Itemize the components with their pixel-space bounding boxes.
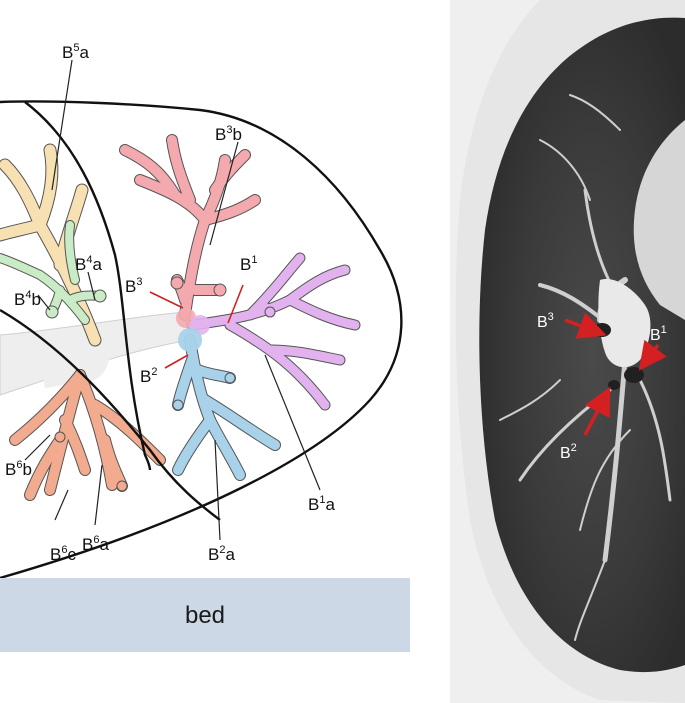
b4a-stump: [93, 289, 107, 303]
b6-stump: [54, 431, 66, 443]
segmental-hub-b2: [178, 328, 202, 352]
label-b6a: B6a: [82, 534, 109, 554]
label-b4a: B4a: [75, 254, 102, 274]
bronchial-schematic: B5a B3b B4a B4b B1 B3 B2 B6b B6c B6a B2a…: [0, 42, 403, 580]
bed-label: bed: [185, 602, 225, 629]
b1-branch: [186, 252, 361, 411]
label-b1: B1: [240, 254, 257, 274]
leader-b6b: [24, 434, 51, 461]
label-b3: B3: [125, 276, 142, 296]
lobe-outline-outer: [0, 100, 403, 580]
b2-stump-a: [224, 372, 236, 384]
leader-b6c: [54, 489, 69, 521]
label-b1a: B1a: [308, 494, 335, 514]
ct-panel: B3 B1 B2: [450, 0, 685, 703]
leader-b5a: [51, 59, 73, 191]
leader-b1: [227, 284, 244, 324]
leader-b1a: [264, 354, 321, 491]
ct-arrow-b1: [638, 339, 667, 371]
b2-branch: [172, 334, 281, 481]
label-b3b: B3b: [215, 124, 242, 144]
bed-bar: [0, 578, 410, 652]
fissure-upper: [24, 101, 152, 471]
b3-stump-a: [213, 283, 227, 297]
label-b4b: B4b: [14, 289, 41, 309]
leader-b4a: [87, 271, 96, 301]
b3-branch: [119, 134, 261, 321]
ct-label-b1: B1: [650, 324, 667, 344]
ct-bronchus-b1: [624, 367, 644, 383]
fissure-oblique: [0, 308, 221, 521]
label-b2: B2: [140, 366, 157, 386]
label-b5a: B5a: [62, 42, 89, 62]
ct-vessels: [499, 94, 672, 641]
ct-lung-field: [479, 17, 685, 673]
ct-bronchus-b2: [608, 380, 620, 390]
ct-arrow-b3: [564, 312, 607, 339]
ct-arrow-b2: [583, 386, 611, 436]
leader-b6a: [94, 464, 103, 526]
leader-b2: [164, 354, 189, 369]
b2-stump-b: [172, 399, 184, 411]
leader-b4b: [37, 294, 51, 311]
leader-b3: [149, 291, 184, 309]
b1-stump: [264, 306, 276, 318]
ct-mediastinum: [633, 120, 685, 320]
label-b6c: B6c: [50, 544, 76, 564]
ct-label-b2: B2: [560, 442, 577, 462]
leader-b2a: [214, 439, 221, 541]
ct-label-b3: B3: [537, 311, 554, 331]
ct-hilum: [598, 279, 651, 368]
b3-stump-b: [170, 276, 184, 290]
label-b2a: B2a: [208, 544, 235, 564]
b6a-stump: [116, 480, 128, 492]
leader-b3b: [209, 141, 239, 246]
label-b6b: B6b: [5, 459, 32, 479]
